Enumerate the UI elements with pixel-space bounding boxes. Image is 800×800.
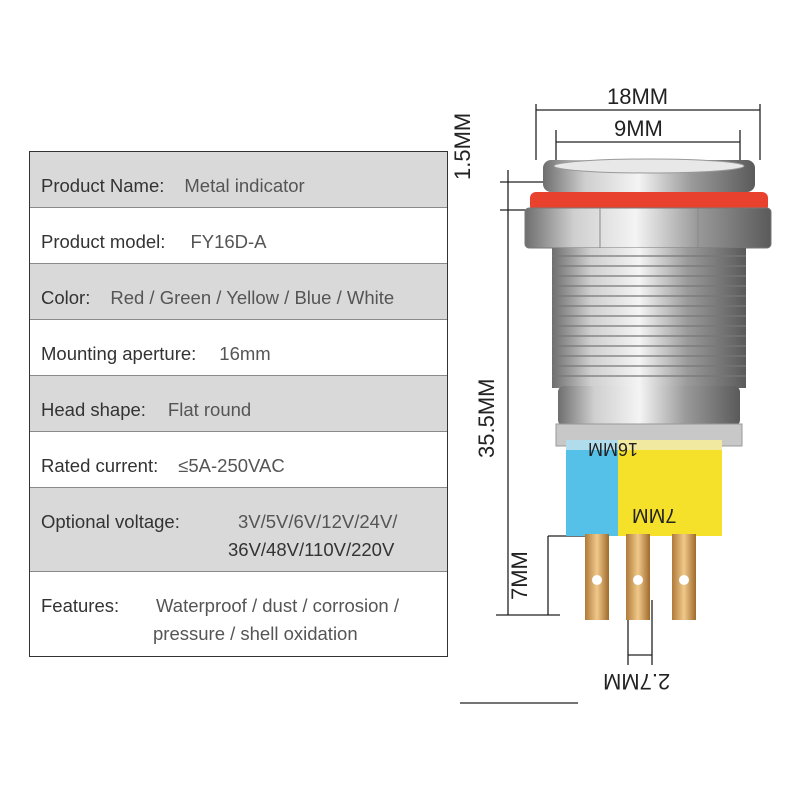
spec-row-color: Color: Red / Green / Yellow / Blue / Whit… bbox=[30, 264, 447, 320]
dim-sleeve: 7MM bbox=[632, 504, 677, 526]
base-collar bbox=[558, 386, 740, 426]
spec-value: Red / Green / Yellow / Blue / White bbox=[110, 287, 395, 308]
spec-row-mounting-aperture: Mounting aperture: 16mm bbox=[30, 320, 447, 376]
spec-value: Flat round bbox=[167, 399, 252, 420]
dim-outer-diameter: 18MM bbox=[607, 84, 669, 109]
spec-label: Product model: bbox=[41, 231, 166, 252]
dim-total-length: 35.5MM bbox=[474, 378, 499, 458]
spec-row-optional-voltage: Optional voltage: 3V/5V/6V/12V/24V/ 36V/… bbox=[30, 488, 447, 572]
dimension-lines bbox=[460, 104, 761, 704]
spec-label: Color: bbox=[41, 287, 91, 308]
spec-value-line1: 3V/5V/6V/12V/24V/ bbox=[238, 511, 398, 532]
spec-row-product-model: Product model: FY16D-A bbox=[30, 208, 447, 264]
spec-label: Product Name: bbox=[41, 175, 165, 196]
spec-row-rated-current: Rated current: ≤5A-250VAC bbox=[30, 432, 447, 488]
spec-value: Metal indicator bbox=[184, 175, 305, 196]
spec-label: Features: bbox=[41, 595, 120, 616]
spec-value-line1: Waterproof / dust / corrosion / bbox=[156, 595, 399, 616]
indicator-drawing bbox=[460, 104, 772, 704]
spec-value-line2: pressure / shell oxidation bbox=[153, 623, 358, 644]
threaded-body bbox=[552, 248, 746, 388]
spec-value: 16mm bbox=[219, 343, 271, 364]
spec-label: Mounting aperture: bbox=[41, 343, 197, 364]
spec-label: Head shape: bbox=[41, 399, 146, 420]
yellow-label bbox=[618, 440, 722, 536]
dim-head-diameter: 9MM bbox=[614, 116, 663, 141]
terminal-pins bbox=[585, 534, 696, 620]
spec-row-head-shape: Head shape: Flat round bbox=[30, 376, 447, 432]
spec-value: ≤5A-250VAC bbox=[178, 455, 285, 476]
thread-lines bbox=[552, 255, 746, 377]
dim-pin-pitch: 2.7MM bbox=[603, 669, 671, 694]
dim-head-height: 1.5MM bbox=[450, 112, 475, 180]
spec-label: Optional voltage: bbox=[41, 511, 180, 532]
spec-row-product-name: Product Name: Metal indicator bbox=[30, 152, 447, 208]
hex-nut bbox=[524, 207, 772, 249]
red-gasket bbox=[530, 192, 768, 212]
spec-table: Product Name: Metal indicator Product mod… bbox=[29, 151, 448, 657]
spec-label: Rated current: bbox=[41, 455, 159, 476]
spec-row-features: Features: Waterproof / dust / corrosion … bbox=[30, 572, 447, 656]
spec-value-line2: 36V/48V/110V/220V bbox=[228, 539, 395, 560]
spec-value: FY16D-A bbox=[190, 231, 267, 252]
dim-thread: 16MM bbox=[588, 439, 639, 459]
dim-pin-length: 7MM bbox=[507, 551, 532, 600]
